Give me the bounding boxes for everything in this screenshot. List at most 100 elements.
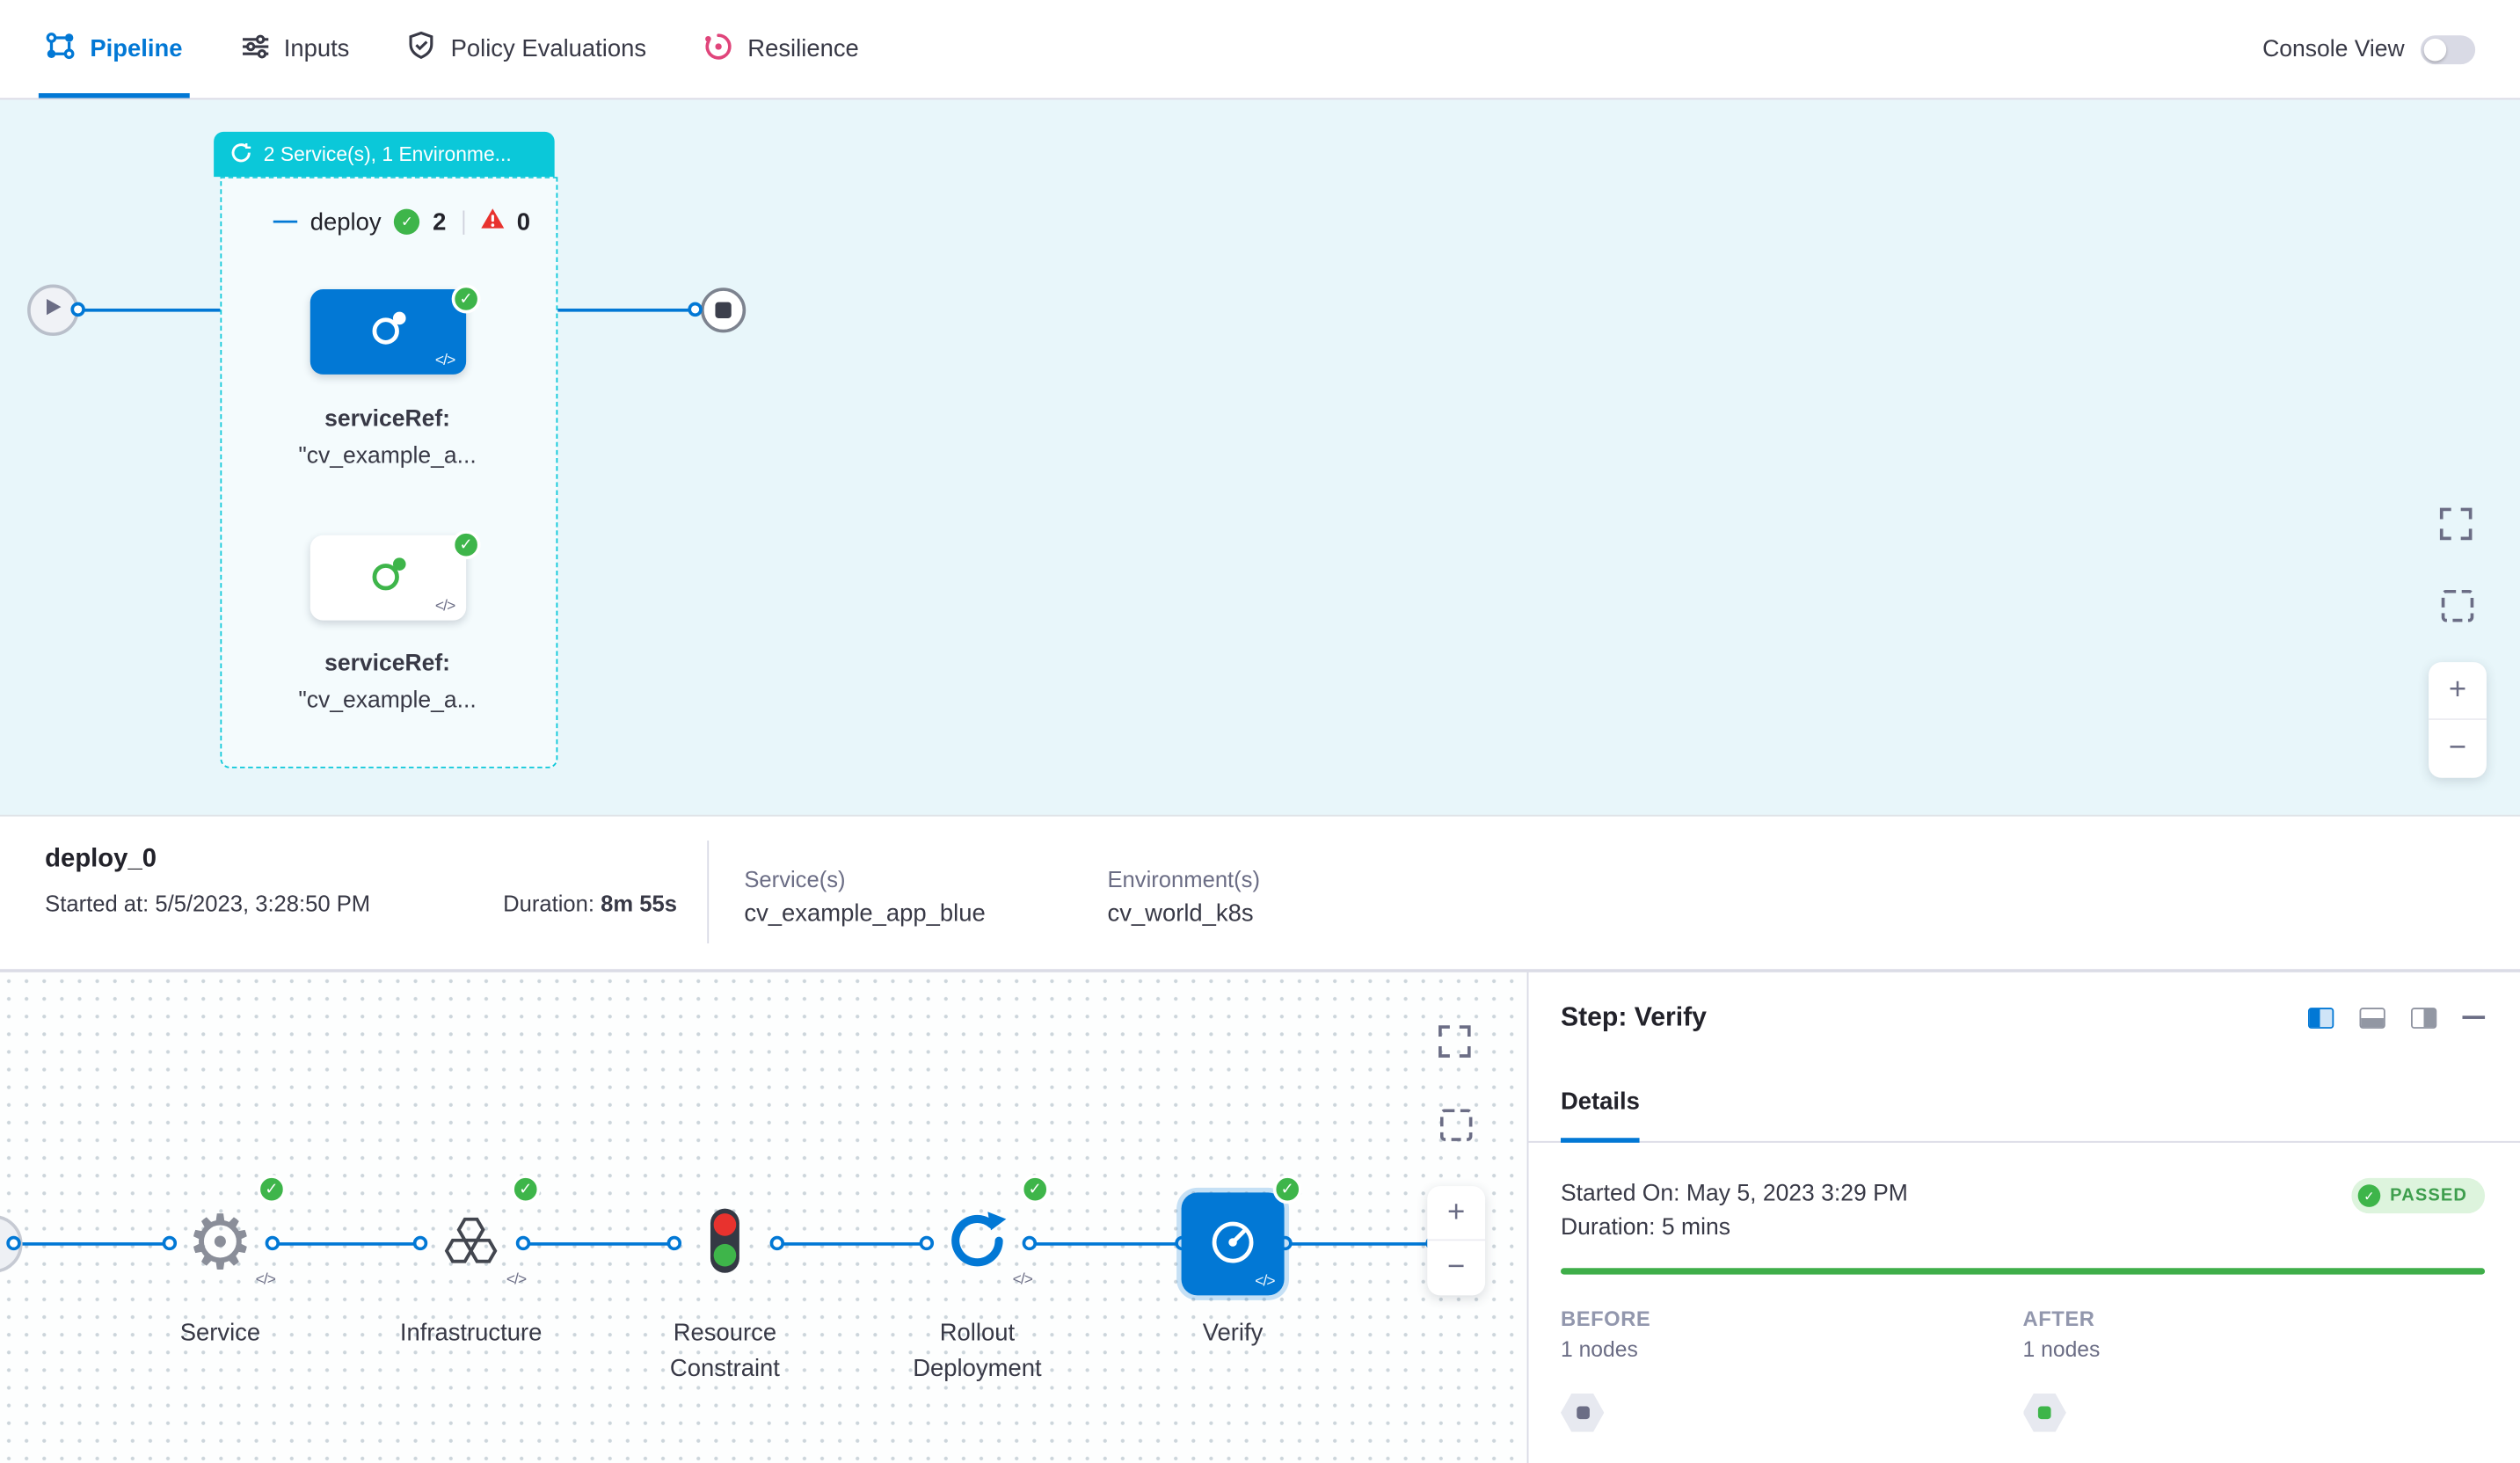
stage-group-tag-label: 2 Service(s), 1 Environme... [264,143,512,166]
marquee-icon[interactable] [2442,590,2474,622]
console-view-label: Console View [2262,36,2405,62]
code-icon [506,1271,526,1289]
edge-port [1023,1236,1037,1250]
toggle-knob [2424,38,2447,61]
tab-pipeline[interactable]: Pipeline [45,0,182,98]
success-icon [2358,1184,2381,1207]
marquee-icon[interactable] [1440,1109,1473,1141]
stage-graph-canvas[interactable]: 2 Service(s), 1 Environme... deploy 2 0 … [0,99,2520,816]
environments-value: cv_world_k8s [1107,900,1253,928]
console-view-toggle[interactable] [2421,34,2475,63]
edge-port [6,1236,20,1250]
stage-group-tag[interactable]: 2 Service(s), 1 Environme... [214,132,555,177]
error-icon [480,207,504,237]
zoom-out-button[interactable]: − [2429,720,2487,776]
edge-port [70,302,84,317]
tab-inputs[interactable]: Inputs [240,0,349,98]
edge-port [667,1236,681,1250]
details-header: Step: Verify [1528,972,2520,1062]
stop-icon [715,302,731,318]
step-duration-value: 5 mins [1662,1215,1730,1241]
details-tabs: Details [1528,1062,2520,1142]
step-label-resource-constraint: Resource Constraint [629,1316,821,1387]
before-column: BEFORE 1 nodes [1561,1307,2023,1432]
started-on-value: May 5, 2023 3:29 PM [1686,1182,1908,1207]
step-started-on: Started On: May 5, 2023 3:29 PM [1561,1178,1908,1212]
success-badge [1021,1175,1050,1204]
stage-run-name: deploy_0 [45,846,157,875]
edge-port [688,302,702,317]
service-node-1[interactable] [310,289,466,375]
collapse-panel-icon[interactable] [2462,1015,2485,1019]
service-ref-value: "cv_example_a... [227,683,549,720]
rollout-icon [945,1208,1009,1280]
panel-layout-controls [2308,1007,2485,1028]
step-node-infrastructure[interactable] [435,1212,506,1276]
expand-icon[interactable] [2438,506,2473,550]
edge [272,1242,419,1246]
step-node-rollout-deployment[interactable] [945,1212,1009,1276]
success-badge [452,530,481,559]
started-at-label: Started at: [45,891,149,916]
edge [776,1242,926,1246]
stage-name: deploy [310,208,382,236]
loop-icon [229,141,252,168]
step-duration-label: Duration: [1561,1215,1656,1241]
step-node-verify[interactable] [1182,1192,1285,1295]
service-ref-title: serviceRef: [227,646,549,683]
execution-detail-split: Service Infrastructure Resource Constrai… [0,971,2520,1463]
stage-success-count: 2 [433,208,446,236]
inputs-tab-icon [240,32,269,67]
step-label-verify: Verify [1136,1316,1329,1351]
step-node-resource-constraint[interactable] [705,1207,744,1281]
stage-title-row: deploy 2 0 [273,207,530,237]
tab-resilience[interactable]: Resilience [704,0,859,98]
zoom-out-button[interactable]: − [1427,1241,1485,1293]
console-view-control: Console View [2262,34,2475,63]
layout-split-left-icon[interactable] [2308,1007,2334,1028]
tab-details[interactable]: Details [1561,1062,1640,1141]
hexagon-node-icon [1576,1407,1589,1420]
edge-start-to-stage [79,309,221,312]
tab-policy-evaluations-label: Policy Evaluations [451,35,647,62]
zoom-in-button[interactable]: + [2429,662,2487,718]
layout-split-bottom-icon[interactable] [2360,1007,2385,1028]
service-ref-title: serviceRef: [227,402,549,439]
execution-graph-canvas[interactable]: Service Infrastructure Resource Constrai… [0,972,1527,1463]
layout-split-right-icon[interactable] [2411,1007,2436,1028]
collapse-icon[interactable] [273,214,297,229]
after-node-hexagon[interactable] [2023,1394,2066,1432]
service-ref-value: "cv_example_a... [227,439,549,476]
success-badge [511,1175,540,1204]
details-content: Started On: May 5, 2023 3:29 PM Duration… [1528,1143,2520,1432]
hexagons-icon [437,1212,505,1275]
stage-summary-bar: deploy_0 Started at: 5/5/2023, 3:28:50 P… [0,818,2520,971]
zoom-controls: + − [2429,662,2487,778]
edge-port [413,1236,427,1250]
zoom-in-button[interactable]: + [1427,1186,1485,1239]
top-tab-bar: Pipeline Inputs Policy Evaluations Resil… [0,0,2520,99]
before-node-hexagon[interactable] [1561,1394,1604,1432]
tab-policy-evaluations[interactable]: Policy Evaluations [407,0,646,98]
divider [462,210,464,234]
success-badge [1273,1175,1302,1204]
edge-port [920,1236,934,1250]
expand-icon[interactable] [1437,1023,1472,1066]
step-label-service: Service [124,1316,317,1351]
edge [522,1242,674,1246]
policy-tab-icon [407,31,436,68]
before-count: 1 nodes [1561,1337,2023,1361]
verification-progress-bar [1561,1268,2485,1274]
success-icon [394,209,419,235]
status-badge: PASSED [2351,1178,2485,1213]
step-node-service[interactable] [172,1191,269,1294]
after-label: AFTER [2023,1307,2486,1330]
pipeline-end-node[interactable] [701,288,746,332]
status-badge-label: PASSED [2390,1186,2467,1205]
code-icon [256,1271,275,1289]
service-node-2[interactable] [310,535,466,621]
started-at: Started at: 5/5/2023, 3:28:50 PM [45,891,370,916]
services-value: cv_example_app_blue [744,900,985,928]
after-column: AFTER 1 nodes [2023,1307,2486,1432]
